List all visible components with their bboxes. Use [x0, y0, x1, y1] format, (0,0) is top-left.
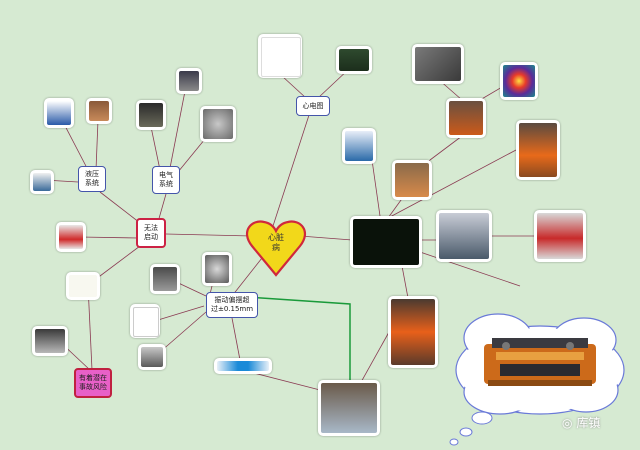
cannot-start-label-line2: 启动: [144, 233, 158, 241]
red-test-rig-picture: [56, 222, 86, 252]
hydraulic-label-line2: 系统: [85, 179, 99, 187]
electric-system-node: 电气 系统: [152, 166, 180, 194]
equipment-closeup-picture: [150, 264, 180, 294]
workshop-photo-picture: [412, 44, 464, 84]
sine-wave-sketch-picture: [258, 34, 302, 78]
watermark: ◎ 库镇: [562, 414, 600, 431]
hydraulic-pump-picture: [44, 98, 74, 128]
thermal-image-picture: [500, 62, 538, 100]
electrical-cabinet-picture: [136, 100, 166, 130]
potential-accident-risk-node: 有着潜在 事故风险: [74, 368, 112, 398]
orange-motor-picture: [446, 98, 486, 138]
motor-coupling-picture: [392, 160, 432, 200]
waveform-analyzer-picture: [350, 216, 422, 268]
connector-plug-picture: [200, 106, 236, 142]
heart-label-line2: 病: [272, 243, 280, 253]
workers-photo-picture: [318, 380, 380, 436]
electric-label-line2: 系统: [159, 180, 173, 188]
cannot-start-label-line1: 无法: [144, 224, 158, 233]
vibration-label-line1: 振动偏摆超: [214, 296, 250, 305]
ecg-label: 心电图: [302, 101, 324, 110]
orange-pump-picture: [388, 296, 438, 368]
electric-label-line1: 电气: [159, 171, 173, 180]
hydraulic-system-node: 液压 系统: [78, 166, 106, 192]
oscilloscope-screen-picture: [336, 46, 372, 74]
vibration-chart-picture: [66, 272, 100, 300]
vibration-plot-picture: [130, 304, 160, 338]
sensor-picture: [138, 344, 166, 370]
watermark-text: 库镇: [576, 416, 601, 430]
wechat-icon: ◎: [562, 416, 573, 430]
heart-shape: [246, 220, 306, 277]
valve-block-picture: [30, 170, 54, 194]
control-room-picture: [436, 210, 492, 262]
vibration-label-line2: 过±0.15mm: [210, 305, 254, 313]
vibration-deviation-node: 振动偏摆超 过±0.15mm: [206, 292, 258, 318]
hydraulic-label-line1: 液压: [85, 170, 99, 179]
broken-part-picture: [32, 326, 68, 356]
orange-machine-picture: [516, 120, 560, 180]
coupling-part-picture: [86, 98, 112, 124]
hydraulic-valve-picture: [342, 128, 376, 164]
risk-label-line1: 有着潜在: [79, 374, 107, 383]
cable-connector-picture: [176, 68, 202, 94]
heart-label-line1: 心脏: [268, 233, 284, 242]
blue-component-picture: [214, 358, 272, 374]
bearing-picture: [202, 252, 232, 286]
ecg-node: 心电图: [296, 96, 330, 116]
center-heart-label: 心脏 病: [256, 233, 296, 254]
cannot-start-node: 无法 启动: [136, 218, 166, 248]
fixture-machine-picture: [484, 338, 596, 386]
test-stand-picture: [534, 210, 586, 262]
risk-label-line2: 事故风险: [79, 383, 107, 391]
